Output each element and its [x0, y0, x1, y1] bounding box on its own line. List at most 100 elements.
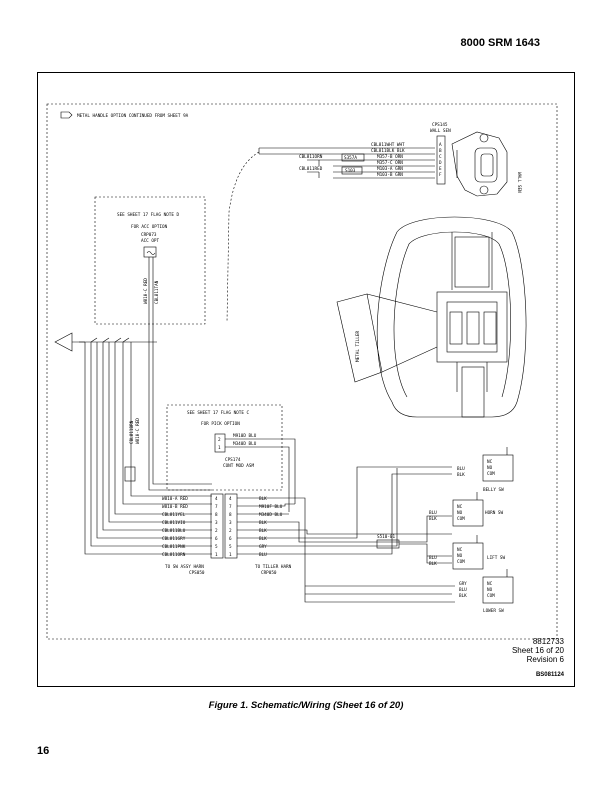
diagram-label: NC — [457, 547, 463, 553]
lower-switch — [482, 576, 514, 604]
wiring-schematic: METAL HANDLE OPTION CONTINUED FROM SHEET… — [46, 103, 558, 640]
cont-mod-label: CONT MOD ASM — [223, 463, 254, 469]
diagram-label: BLK — [259, 520, 267, 526]
diagram-label: 4 — [229, 496, 232, 502]
horn-switch — [452, 499, 484, 527]
diagram-label: NC — [487, 581, 493, 587]
cps174-pin-2: 2 — [218, 437, 221, 443]
lower-sw-label: LOWER SW — [483, 608, 504, 614]
crp073-label: CRP073 — [141, 232, 157, 238]
wall-sensor-body — [451, 131, 508, 197]
diagram-label: 7 — [229, 504, 232, 510]
diagram-label: CBL811ORN — [162, 552, 186, 558]
diagram-label: CBL811YEL — [162, 512, 186, 518]
diagram-label: W810-A RED — [162, 496, 188, 502]
diagram-label: BLK — [457, 472, 465, 478]
diagram-label: 5 — [215, 544, 218, 550]
diagram-label: BLU — [429, 555, 437, 561]
diagram-label: NO — [487, 465, 493, 471]
diagram-label: 2 — [215, 528, 218, 534]
cps145-label: CPS145 — [432, 122, 448, 128]
diagram-label: CBL811PNK — [162, 544, 186, 550]
cps145-wire-a: CBL811WHT WHT — [371, 142, 405, 148]
acc-opt-label: ACC OPT — [141, 238, 160, 244]
vert-wire-red: W810-C RED — [135, 418, 141, 444]
acc-option-box — [94, 196, 206, 325]
diagram-label: COM — [457, 516, 465, 522]
diagram-label: NO — [487, 587, 493, 593]
diagram-label: BLK — [429, 561, 437, 567]
diagram-label: 5 — [229, 544, 232, 550]
acc-note: SEE SHEET 17 FLAG NOTE D — [117, 212, 179, 218]
diagram-label: COM — [487, 471, 495, 477]
cps145-wire-f: M103-B GRN — [377, 172, 403, 178]
crp050-label: CRP050 — [261, 570, 277, 576]
lift-switch — [452, 542, 484, 570]
diagram-label: BLK — [429, 516, 437, 522]
diagram-label: BLU — [259, 552, 267, 558]
acc-for-label: FOR ACC OPTION — [131, 224, 168, 230]
diagram-label: 7 — [215, 504, 218, 510]
splice-s357a-label: S357A — [344, 155, 357, 161]
diagram-label: NO — [457, 553, 463, 559]
top-note: METAL HANDLE OPTION CONTINUED FROM SHEET… — [77, 113, 189, 119]
diagram-label: BLK — [259, 536, 267, 542]
acc-wire-tan: CBL811TAN — [154, 280, 160, 304]
diagram-label: NC — [457, 504, 463, 510]
drawing-sheet: Sheet 16 of 20 — [511, 646, 564, 655]
diagram-label: M910F BLU — [259, 504, 283, 510]
diagram-label: 6 — [229, 536, 232, 542]
cps145-wire-d: M357-C ORN — [377, 160, 403, 166]
cps145-pin-b: B — [439, 148, 442, 154]
figure-caption: Figure 1. Schematic/Wiring (Sheet 16 of … — [208, 700, 404, 711]
diagram-label: BLU — [429, 510, 437, 516]
page-number: 16 — [37, 745, 50, 757]
diagram-label: M340D BLU — [259, 512, 283, 518]
to-tiller-label: TO TILLER HARN — [255, 564, 292, 570]
diagram-label: 8 — [215, 512, 218, 518]
metal-tiller-handle — [336, 216, 527, 418]
cable-red-label: CBL811RED — [299, 166, 323, 172]
splice-s103-label: S103 — [345, 168, 356, 174]
schematic-frame — [37, 72, 575, 687]
lift-sw-label: LIFT SW — [487, 555, 506, 561]
cps145-wire-b: CBL811BLK BLK — [371, 148, 405, 154]
acc-connector — [143, 246, 157, 258]
diagram-label: 1 — [215, 552, 218, 558]
belly-sw-label: BELLY SW — [483, 487, 504, 493]
splice-s510-label: S510-01 — [377, 534, 396, 540]
drawing-number: 8812733 — [532, 637, 564, 646]
drawing-code: BS081124 — [535, 672, 564, 678]
acc-wire-red: W810-C RED — [143, 278, 149, 304]
cps174-label: CPS174 — [225, 457, 241, 463]
diagram-label: BLU — [459, 587, 467, 593]
cps145-pin-e: E — [439, 166, 442, 172]
pick-wire-2: M340D BLU — [233, 441, 257, 447]
connector-right-labels: BLK M910F BLU M340D BLU BLK BLK BLK GRY … — [259, 496, 283, 558]
diagram-label: 8 — [229, 512, 232, 518]
pick-for-label: FOR PICK OPTION — [201, 421, 240, 427]
splice-s103 — [341, 166, 363, 175]
diagram-label: CBL811VIO — [162, 520, 186, 526]
cps050-connector — [210, 493, 224, 559]
document-id: 8000 SRM 1643 — [460, 37, 541, 49]
cps145-pin-f: F — [439, 172, 442, 178]
diagram-label: BLU — [457, 466, 465, 472]
cps145-pin-a: A — [439, 142, 442, 148]
horn-sw-label: HORN SW — [485, 510, 504, 516]
connector-left-labels: W810-A RED W810-B RED CBL811YEL CBL811VI… — [162, 496, 188, 558]
cps145-connector — [436, 135, 446, 185]
diagram-label: COM — [487, 593, 495, 599]
to-sw-assy-label: TO SW ASSY HARN — [165, 564, 204, 570]
diagram-label: 6 — [215, 536, 218, 542]
cable-orn-label: CBL811ORN — [299, 154, 323, 160]
diagram-label: CBL811BLU — [162, 528, 186, 534]
cps145-pin-c: C — [439, 154, 442, 160]
diagram-label: 1 — [229, 552, 232, 558]
diagram-label: W810-B RED — [162, 504, 188, 510]
cps050-label: CPS050 — [189, 570, 205, 576]
diagram-label: NC — [487, 459, 493, 465]
wall-sen-label: WALL SEN — [430, 128, 451, 134]
cps174-connector — [214, 433, 226, 453]
cps145-pin-d: D — [439, 160, 442, 166]
